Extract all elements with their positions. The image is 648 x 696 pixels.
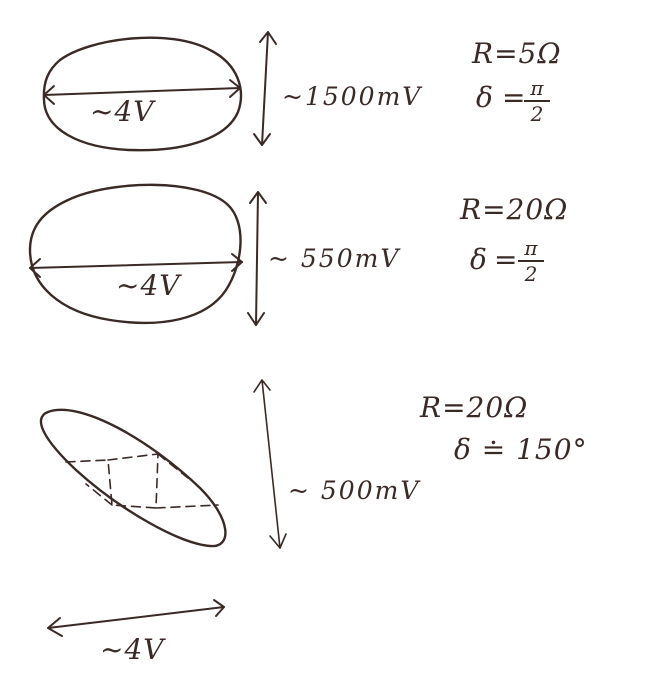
arrowhead-bottom-2	[247, 312, 265, 326]
horizontal-voltage-label-3: ~4V	[100, 633, 165, 666]
vertical-voltage-label-3: ~ 500mV	[288, 476, 421, 505]
vertical-arrow-1	[261, 31, 269, 146]
phase-denominator-2: 2	[524, 262, 538, 286]
vertical-arrow-2	[255, 191, 259, 326]
arrowhead-left-2	[29, 258, 41, 278]
arrowhead-top-3	[253, 379, 271, 393]
vertical-voltage-label-2: ~ 550mV	[268, 244, 401, 273]
resistance-label-2: R=20Ω	[460, 193, 569, 226]
phase-symbol-2: δ	[470, 243, 488, 276]
ellipse-1	[42, 36, 243, 152]
tilted-ellipse-3	[39, 408, 227, 548]
vertical-arrow-3	[261, 379, 281, 549]
phase-denominator-1: 2	[530, 102, 544, 126]
ellipse-2	[28, 183, 242, 325]
arrowhead-bottom-3	[269, 533, 287, 549]
arrowhead-bottom-1	[253, 133, 271, 146]
diagram-3	[39, 379, 287, 637]
phase-fraction-1: π 2	[524, 78, 550, 124]
phase-relation-2: =	[494, 243, 519, 276]
phase-label-3: δ ≐ 150°	[454, 433, 588, 466]
fraction-bar-2	[518, 260, 544, 262]
horizontal-arrow-1	[43, 87, 241, 96]
phase-symbol-1: δ	[476, 81, 494, 114]
dashed-line-top	[157, 453, 189, 479]
diagram-1	[42, 31, 277, 152]
phase-relation-1: =	[502, 81, 527, 114]
phase-numerator-2: π	[524, 236, 538, 260]
horizontal-arrow-3	[47, 606, 225, 629]
resistance-label-1: R=5Ω	[472, 37, 562, 70]
fraction-bar-1	[524, 100, 550, 102]
diagram-2	[28, 183, 267, 326]
arrowhead-top-2	[249, 191, 267, 204]
arrowhead-top-1	[259, 31, 277, 45]
vertical-voltage-label-1: ~1500mV	[282, 82, 423, 111]
horizontal-voltage-label-2: ~4V	[116, 269, 181, 302]
arrowhead-left-1	[43, 85, 55, 105]
phase-fraction-2: π 2	[518, 238, 544, 284]
arrowhead-right-1	[229, 79, 241, 98]
arrowhead-right-3	[213, 599, 225, 617]
arrowhead-right-2	[231, 253, 243, 272]
phase-numerator-1: π	[530, 76, 544, 100]
resistance-label-3: R=20Ω	[420, 391, 529, 424]
horizontal-voltage-label-1: ~4V	[90, 95, 155, 128]
dashed-line-bottom	[85, 483, 113, 506]
horizontal-arrow-2	[29, 261, 243, 269]
dashed-line-left	[65, 459, 109, 463]
arrowhead-left-3	[47, 617, 63, 637]
dashed-line-right	[155, 504, 219, 509]
dashed-rectangle	[107, 453, 159, 509]
